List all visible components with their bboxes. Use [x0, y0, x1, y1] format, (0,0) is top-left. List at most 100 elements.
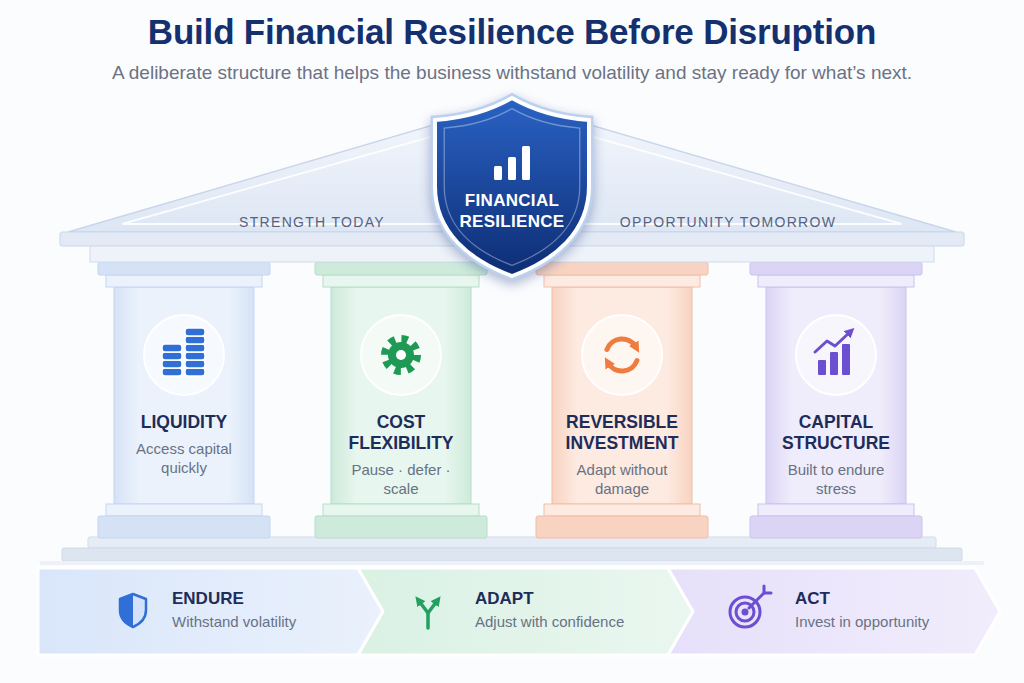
chevron-text: Withstand volatility: [172, 612, 296, 631]
shield-badge: FINANCIAL RESILIENCE: [425, 94, 599, 280]
pillar-shaft: [552, 287, 692, 504]
pillar-box: LIQUIDITY Access capital quickly: [98, 262, 270, 538]
roof-pediment: STRENGTH TODAY OPPORTUNITY TOMORROW FINANC…: [60, 92, 964, 264]
icon-circle: [582, 315, 662, 395]
cycle-arrow: [607, 339, 636, 350]
split-arrow: [419, 601, 428, 628]
pillar-base: [98, 516, 270, 538]
pillar-shaft: [331, 287, 471, 504]
pillar-heading: LIQUIDITY: [141, 412, 228, 433]
pillar-text: Access capital quickly: [118, 439, 250, 477]
trend-arrow: [815, 332, 850, 352]
split-arrow-icon: [419, 601, 437, 628]
node-outline: [668, 568, 1000, 655]
chevron-heading: ACT: [795, 588, 830, 609]
pillar-capital: [536, 262, 708, 275]
pillar-capital: [750, 262, 922, 275]
pillar-heading: REVERSIBLE INVESTMENT: [556, 412, 688, 454]
text-box: ACT Invest in opportunity: [795, 588, 985, 631]
chevron-band: ADAPT Adjust with confidence: [358, 568, 693, 655]
pillar-base-neck: [106, 504, 262, 516]
target-center: [742, 609, 749, 616]
text-box: ADAPT Adjust with confidence: [475, 588, 675, 631]
chevron-band: ACT Invest in opportunity: [668, 568, 1000, 655]
pillar-text: Built to endure stress: [770, 460, 902, 498]
pillar-capital: [315, 262, 487, 275]
coin-icon: [162, 328, 205, 376]
gear-teeth: [385, 339, 417, 371]
pillar-base-neck: [758, 504, 914, 516]
shield-halo: [435, 98, 589, 276]
platform-step: [88, 537, 936, 548]
target-ring: [730, 597, 760, 627]
pillar-base: [750, 516, 922, 538]
bar-icon: [494, 146, 530, 180]
roof-label: STRENGTH TODAY: [239, 214, 385, 231]
text-box: CAPITAL STRUCTURE Built to endure stress: [770, 412, 902, 498]
diagram-caption: A deliberate structure that helps the bu…: [0, 62, 1024, 84]
chevron-heading: ADAPT: [475, 588, 534, 609]
chevron-shape: [38, 568, 383, 655]
coin: [185, 328, 205, 336]
platform-shadow: [40, 561, 984, 565]
icon-bar: [494, 166, 502, 180]
chevron-heading: ENDURE: [172, 588, 244, 609]
chevron-shape: [668, 568, 1000, 655]
shield-icon: [120, 594, 146, 627]
chevron-band: ENDURE Withstand volatility: [38, 568, 383, 655]
pillar-box: REVERSIBLE INVESTMENTAdapt without damag…: [536, 262, 708, 538]
icon-circle: [796, 315, 876, 395]
chevron-shape: [358, 568, 693, 655]
icon-bar: [508, 157, 516, 180]
icon-bar: [522, 146, 530, 180]
coin: [185, 352, 205, 360]
text-box: STRENGTH TODAY: [212, 214, 412, 231]
pillar-shaft: [766, 287, 906, 504]
chevron-text: Adjust with confidence: [475, 612, 624, 631]
pillar-heading: CAPITAL STRUCTURE: [770, 412, 902, 454]
node-outline: [425, 94, 599, 280]
text-box: COST FLEXIBILITYPause · defer · scale: [335, 412, 467, 498]
diagram-title: Build Financial Resilience Before Disrup…: [0, 12, 1024, 52]
shield-label: FINANCIAL RESILIENCE: [442, 190, 582, 232]
pillar-box: COST FLEXIBILITYPause · defer · scale: [315, 262, 487, 538]
target-arrow: [749, 593, 764, 608]
node-outline: [38, 568, 383, 655]
node-outline: [98, 262, 270, 538]
cycle-icon: [607, 339, 637, 371]
gear-icon: [385, 339, 417, 371]
pillar-capital-neck: [544, 275, 700, 287]
pillar-box: CAPITAL STRUCTURE Built to endure stress: [750, 262, 922, 538]
cycle-arrow: [608, 361, 637, 372]
target-ring: [736, 603, 754, 621]
pillar-base-neck: [323, 504, 479, 516]
pillar-shaft: [114, 287, 254, 504]
roof-label: OPPORTUNITY TOMORROW: [620, 214, 836, 231]
icon-bar: [818, 360, 826, 375]
icon-circle: [361, 315, 441, 395]
text-box: FINANCIAL RESILIENCE: [442, 190, 582, 232]
split-arrow: [428, 601, 437, 613]
text-box: OPPORTUNITY TOMORROW: [608, 214, 848, 231]
pillar-heading: COST FLEXIBILITY: [335, 412, 467, 454]
coin: [162, 352, 182, 360]
arrow-fletching: [764, 586, 771, 593]
text-box: REVERSIBLE INVESTMENTAdapt without damag…: [556, 412, 688, 498]
growth-icon: [815, 332, 850, 375]
shield-body: [435, 98, 589, 276]
icon-circle: [144, 315, 224, 395]
pillar-capital-neck: [323, 275, 479, 287]
gear-body: [388, 342, 414, 368]
pillar-capital-neck: [106, 275, 262, 287]
coin: [185, 368, 205, 376]
coin: [162, 360, 182, 368]
pillar-capital-neck: [758, 275, 914, 287]
chevron-text: Invest in opportunity: [795, 612, 929, 631]
target-icon: [730, 586, 771, 627]
platform-base: [62, 548, 962, 561]
pillar-base: [536, 516, 708, 538]
pillar-base-neck: [544, 504, 700, 516]
text-box: ENDURE Withstand volatility: [172, 588, 372, 631]
icon-bar: [842, 344, 850, 375]
node-outline: [358, 568, 693, 655]
